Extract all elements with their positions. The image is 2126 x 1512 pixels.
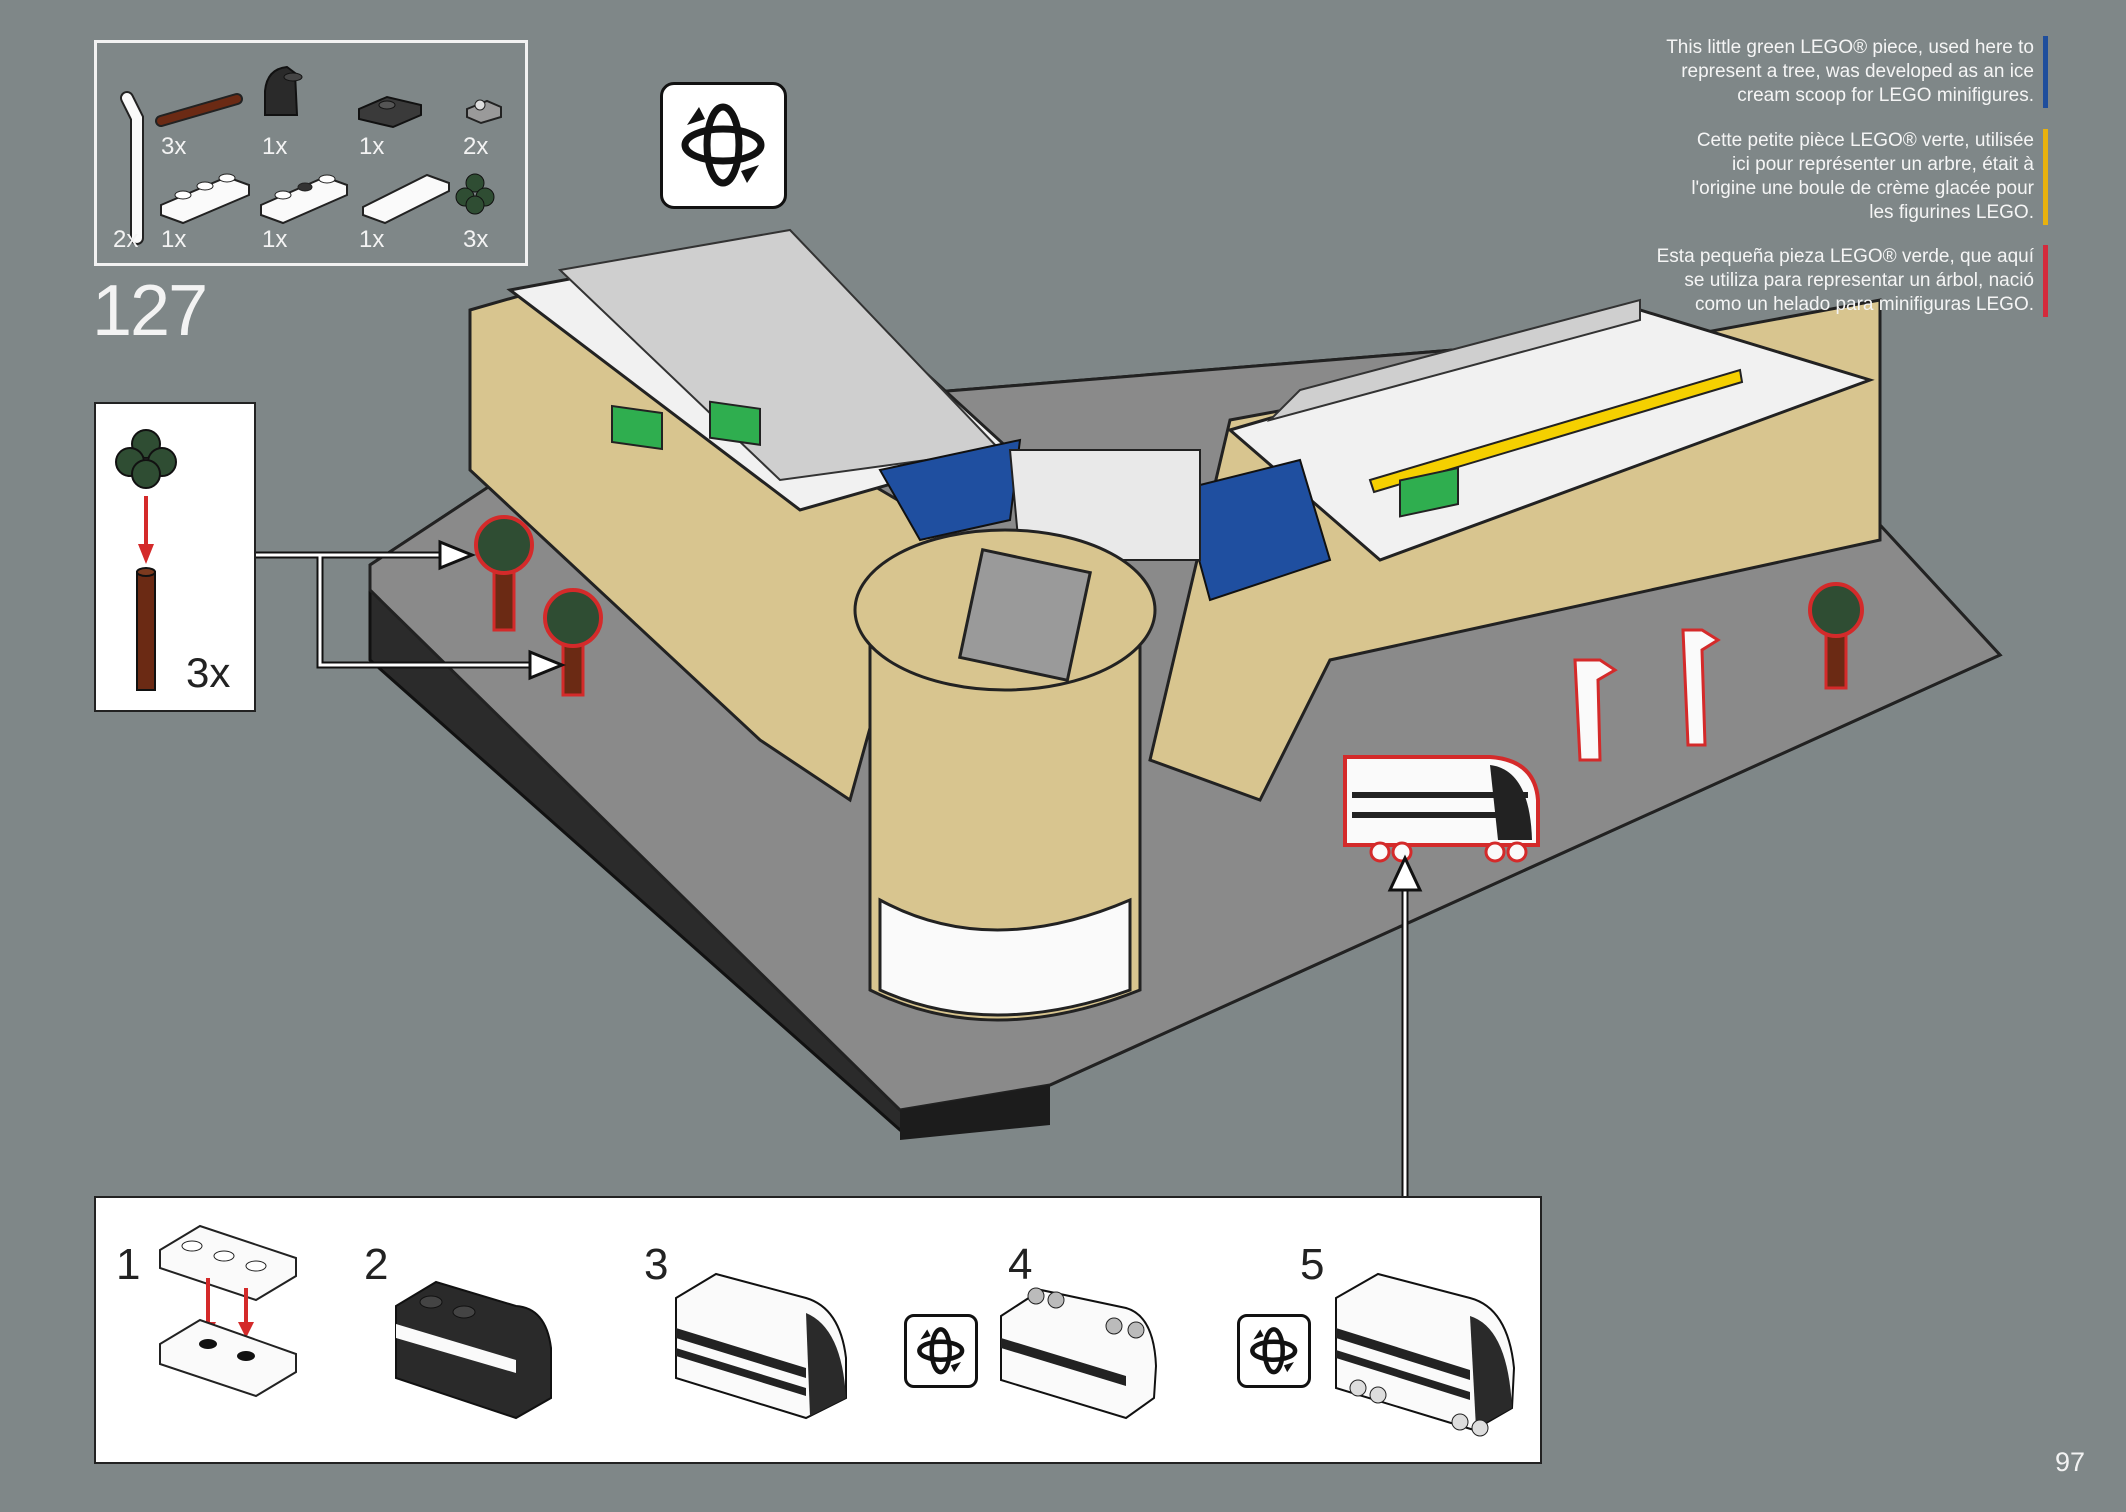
fun-fact-en: This little green LEGO® piece, used here… bbox=[1666, 36, 2048, 108]
step-number: 127 bbox=[92, 271, 208, 351]
part-qty: 1x bbox=[262, 133, 288, 160]
white-bar-bent-part bbox=[120, 91, 144, 245]
wheel-holder-part bbox=[466, 99, 502, 125]
callout-step-number: 1 bbox=[116, 1240, 141, 1289]
callout-step-number: 5 bbox=[1300, 1240, 1325, 1289]
callout-step-number: 2 bbox=[364, 1240, 389, 1289]
white-tile-part bbox=[362, 173, 450, 225]
tree-subassembly: 3x bbox=[94, 402, 256, 712]
round-tower bbox=[853, 528, 1157, 1022]
brown-bar-part bbox=[155, 93, 243, 127]
step3-assembly bbox=[675, 1272, 847, 1420]
stadium-seats bbox=[878, 438, 1332, 602]
green-tree-part bbox=[455, 173, 495, 215]
part-qty: 2x bbox=[113, 226, 139, 253]
subassembly-qty: 3x bbox=[186, 649, 231, 696]
placement-arrows bbox=[256, 551, 545, 669]
right-stand bbox=[1148, 298, 1882, 802]
page-number: 97 bbox=[2054, 1447, 2085, 1477]
black-slope-curved-part bbox=[264, 65, 303, 116]
lamp-post bbox=[1681, 628, 1721, 747]
step2-assembly bbox=[395, 1280, 552, 1420]
callout-step-number: 4 bbox=[1008, 1240, 1033, 1289]
parts-list: 2x 3x 1x 1x 2x 1x 1x 1x 3x bbox=[94, 40, 528, 266]
baseplate bbox=[368, 328, 2003, 1140]
white-plate-1x3-part bbox=[160, 173, 250, 225]
rotate-model-icon bbox=[1237, 1314, 1311, 1388]
step5-assembly bbox=[1335, 1272, 1516, 1437]
rotate-model-icon bbox=[904, 1314, 978, 1388]
part-qty: 1x bbox=[161, 226, 187, 253]
callout-illustrations bbox=[159, 1224, 1516, 1437]
fun-fact-fr: Cette petite pièce LEGO® verte, utilisée… bbox=[1691, 129, 2048, 225]
part-qty: 1x bbox=[359, 133, 385, 160]
callout-step-number: 3 bbox=[644, 1240, 669, 1289]
fact-text: Esta pequeña pieza LEGO® verde, que aquí… bbox=[1656, 246, 2034, 315]
part-qty: 3x bbox=[463, 226, 489, 253]
fact-color-bar bbox=[2043, 129, 2048, 225]
part-qty: 1x bbox=[359, 226, 385, 253]
part-qty: 3x bbox=[161, 133, 187, 160]
tree-assembly-illustration bbox=[115, 429, 177, 691]
fun-fact-es: Esta pequeña pieza LEGO® verde, que aquí… bbox=[1656, 245, 2048, 317]
fact-color-bar bbox=[2043, 36, 2048, 108]
lamp-post bbox=[1573, 658, 1618, 762]
tree-right bbox=[1808, 582, 1864, 690]
parts-illustrations bbox=[120, 65, 502, 245]
part-qty: 2x bbox=[463, 133, 489, 160]
fact-text: This little green LEGO® piece, used here… bbox=[1666, 37, 2034, 106]
step4-assembly bbox=[1000, 1287, 1158, 1420]
left-stand bbox=[468, 228, 1013, 803]
tree-left-2 bbox=[543, 588, 603, 697]
fact-color-bar bbox=[2043, 245, 2048, 317]
fact-text: Cette petite pièce LEGO® verte, utilisée… bbox=[1691, 130, 2034, 223]
tree-top-icon bbox=[115, 429, 177, 489]
white-plate-jumper-part bbox=[260, 174, 348, 225]
rotate-model-icon bbox=[660, 82, 787, 209]
tree-left-1 bbox=[474, 515, 534, 632]
bus-callout: 1 2 3 4 5 bbox=[94, 1196, 1542, 1464]
brown-bar-icon bbox=[136, 567, 156, 691]
part-qty: 1x bbox=[262, 226, 288, 253]
bus bbox=[1343, 755, 1540, 863]
dark-plate-part bbox=[358, 95, 422, 129]
step1-plates bbox=[159, 1224, 297, 1398]
